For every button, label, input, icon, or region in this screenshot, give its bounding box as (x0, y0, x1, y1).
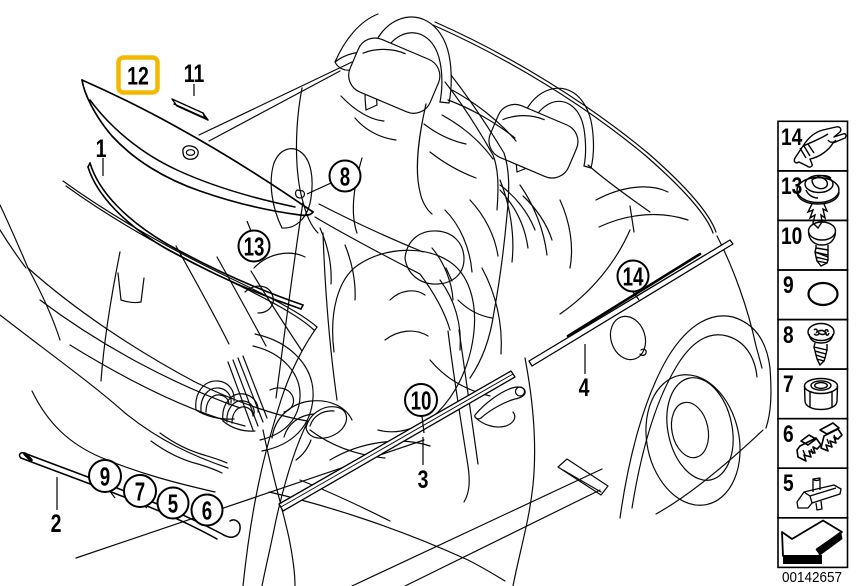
svg-text:14: 14 (623, 261, 644, 291)
svg-text:10: 10 (411, 385, 432, 415)
svg-text:9: 9 (100, 461, 110, 491)
svg-text:7: 7 (783, 370, 794, 398)
svg-text:14: 14 (781, 123, 802, 151)
svg-text:4: 4 (579, 374, 590, 402)
svg-text:3: 3 (418, 466, 429, 494)
svg-text:1: 1 (96, 135, 107, 163)
svg-text:8: 8 (340, 161, 350, 191)
svg-text:6: 6 (783, 420, 794, 448)
svg-text:11: 11 (184, 60, 205, 88)
svg-text:12: 12 (127, 62, 149, 90)
svg-text:5: 5 (783, 469, 794, 497)
svg-text:2: 2 (51, 510, 62, 538)
svg-text:7: 7 (135, 476, 145, 506)
svg-text:8: 8 (783, 321, 794, 349)
svg-text:13: 13 (244, 231, 265, 261)
svg-text:6: 6 (202, 495, 212, 525)
svg-text:00142657: 00142657 (782, 569, 842, 586)
svg-text:5: 5 (168, 488, 178, 518)
svg-text:10: 10 (781, 222, 802, 250)
svg-text:9: 9 (783, 271, 794, 299)
